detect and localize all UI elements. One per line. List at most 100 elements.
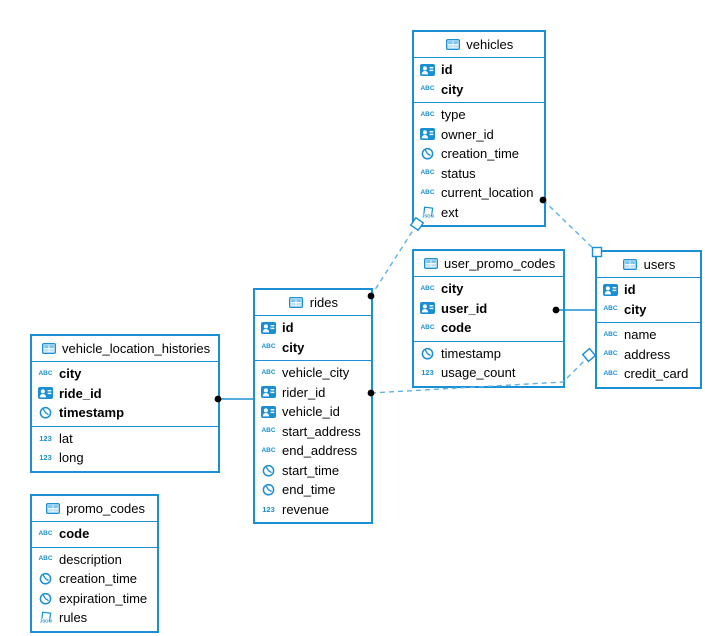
column-name: credit_card: [624, 366, 689, 382]
column-section: ABC city ride_id timestamp: [32, 362, 218, 426]
column-id[interactable]: id: [255, 318, 371, 338]
id-icon: [419, 63, 436, 76]
column-name: name: [624, 327, 657, 343]
column-name: code: [441, 320, 472, 336]
text-icon: ABC: [420, 169, 435, 176]
text-icon: ABC: [261, 446, 276, 454]
column-timestamp[interactable]: timestamp: [414, 344, 563, 364]
column-usage_count[interactable]: 123 usage_count: [414, 363, 563, 383]
column-name: city: [624, 301, 647, 317]
table-title: vehicles: [466, 37, 514, 52]
column-start_address[interactable]: ABC start_address: [255, 422, 371, 442]
column-end_time[interactable]: end_time: [255, 480, 371, 500]
column-name: owner_id: [441, 126, 494, 142]
column-name: vehicle_id: [282, 404, 340, 420]
json-icon: JSON: [37, 611, 54, 624]
column-name: ext: [441, 204, 459, 220]
text-icon: ABC: [38, 369, 53, 377]
text-icon: ABC: [420, 85, 435, 92]
column-timestamp[interactable]: timestamp: [32, 403, 218, 423]
number-icon: 123: [421, 368, 434, 377]
column-ext[interactable]: JSON ext: [414, 203, 544, 223]
table-header[interactable]: promo_codes: [32, 496, 158, 522]
column-user_id[interactable]: user_id: [414, 299, 563, 319]
column-name: city: [59, 366, 82, 382]
table-header[interactable]: vehicle_location_histories: [32, 336, 219, 362]
table-title: users: [643, 257, 676, 272]
text-icon: ABC: [420, 323, 435, 331]
text-icon: ABC: [261, 368, 276, 376]
column-name: timestamp: [59, 405, 125, 421]
number-icon: 123: [262, 504, 275, 514]
column-name: city: [282, 339, 305, 355]
column-id[interactable]: id: [597, 280, 700, 300]
table-header[interactable]: user_promo_codes: [414, 251, 564, 277]
time-icon: [37, 406, 54, 419]
table-title: promo_codes: [66, 501, 145, 516]
column-name: current_location: [441, 185, 534, 201]
column-creation_time[interactable]: creation_time: [32, 569, 157, 589]
column-name: usage_count: [441, 365, 516, 381]
column-owner_id[interactable]: owner_id: [414, 125, 544, 145]
id-icon: [602, 283, 619, 296]
table-header[interactable]: vehicles: [414, 32, 544, 58]
column-name: start_address: [282, 423, 361, 439]
column-name: city: [441, 81, 464, 97]
column-expiration_time[interactable]: expiration_time: [32, 589, 157, 609]
svg-text:JSON: JSON: [421, 213, 433, 218]
table-header[interactable]: users: [597, 252, 700, 278]
time-icon: [419, 147, 436, 160]
table-header[interactable]: rides: [255, 290, 371, 316]
column-city[interactable]: ABC city: [32, 364, 218, 384]
column-start_time[interactable]: start_time: [255, 461, 371, 481]
column-creation_time[interactable]: creation_time: [414, 144, 544, 164]
column-vehicle_id[interactable]: vehicle_id: [255, 402, 371, 422]
column-code[interactable]: ABC code: [414, 318, 563, 338]
table-title: rides: [309, 295, 338, 310]
column-name: address: [624, 346, 671, 362]
column-ride_id[interactable]: ride_id: [32, 384, 218, 404]
column-name: end_time: [282, 482, 336, 498]
table-icon: [288, 297, 305, 308]
column-city[interactable]: ABC city: [414, 80, 544, 100]
column-name: ride_id: [59, 385, 102, 401]
text-icon: ABC: [38, 529, 53, 537]
column-id[interactable]: id: [414, 60, 544, 80]
column-rider_id[interactable]: rider_id: [255, 383, 371, 403]
column-name: description: [59, 551, 122, 567]
column-name: id: [624, 282, 636, 298]
text-icon: ABC: [261, 427, 276, 434]
